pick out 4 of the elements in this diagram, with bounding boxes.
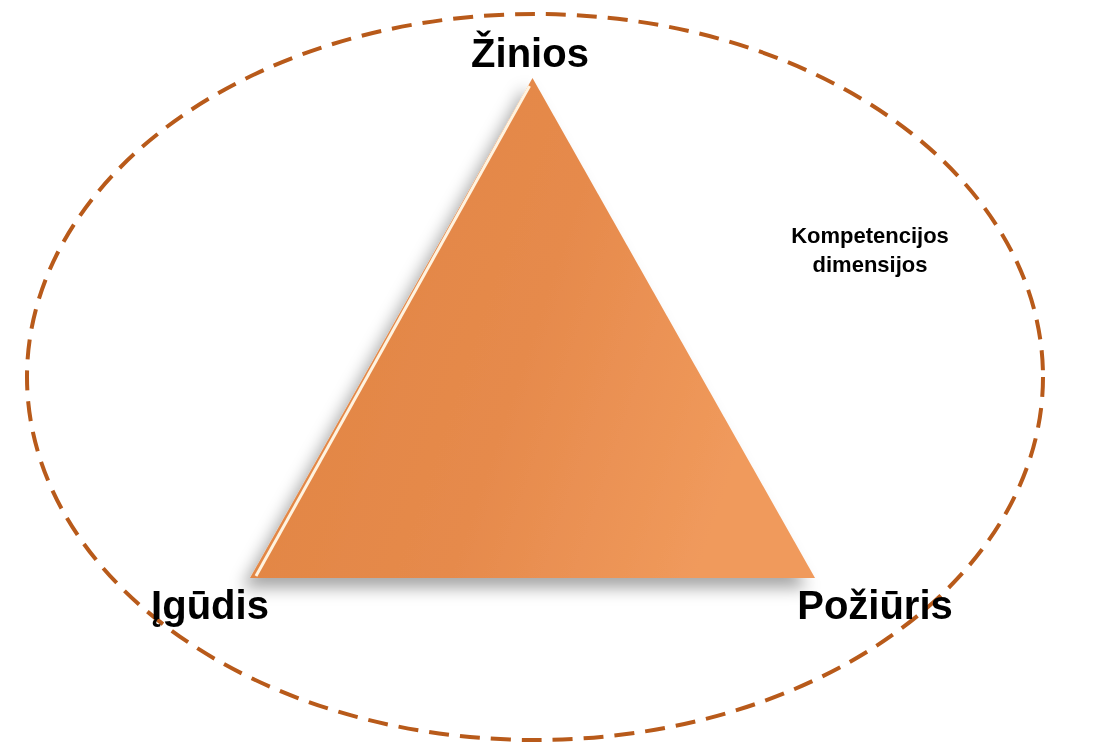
group-label: Kompetencijos dimensijos — [790, 222, 950, 279]
vertex-label: Požiūris — [796, 582, 954, 628]
vertex-label: Žinios — [470, 30, 590, 76]
vertex-label: Įgūdis — [150, 582, 270, 628]
